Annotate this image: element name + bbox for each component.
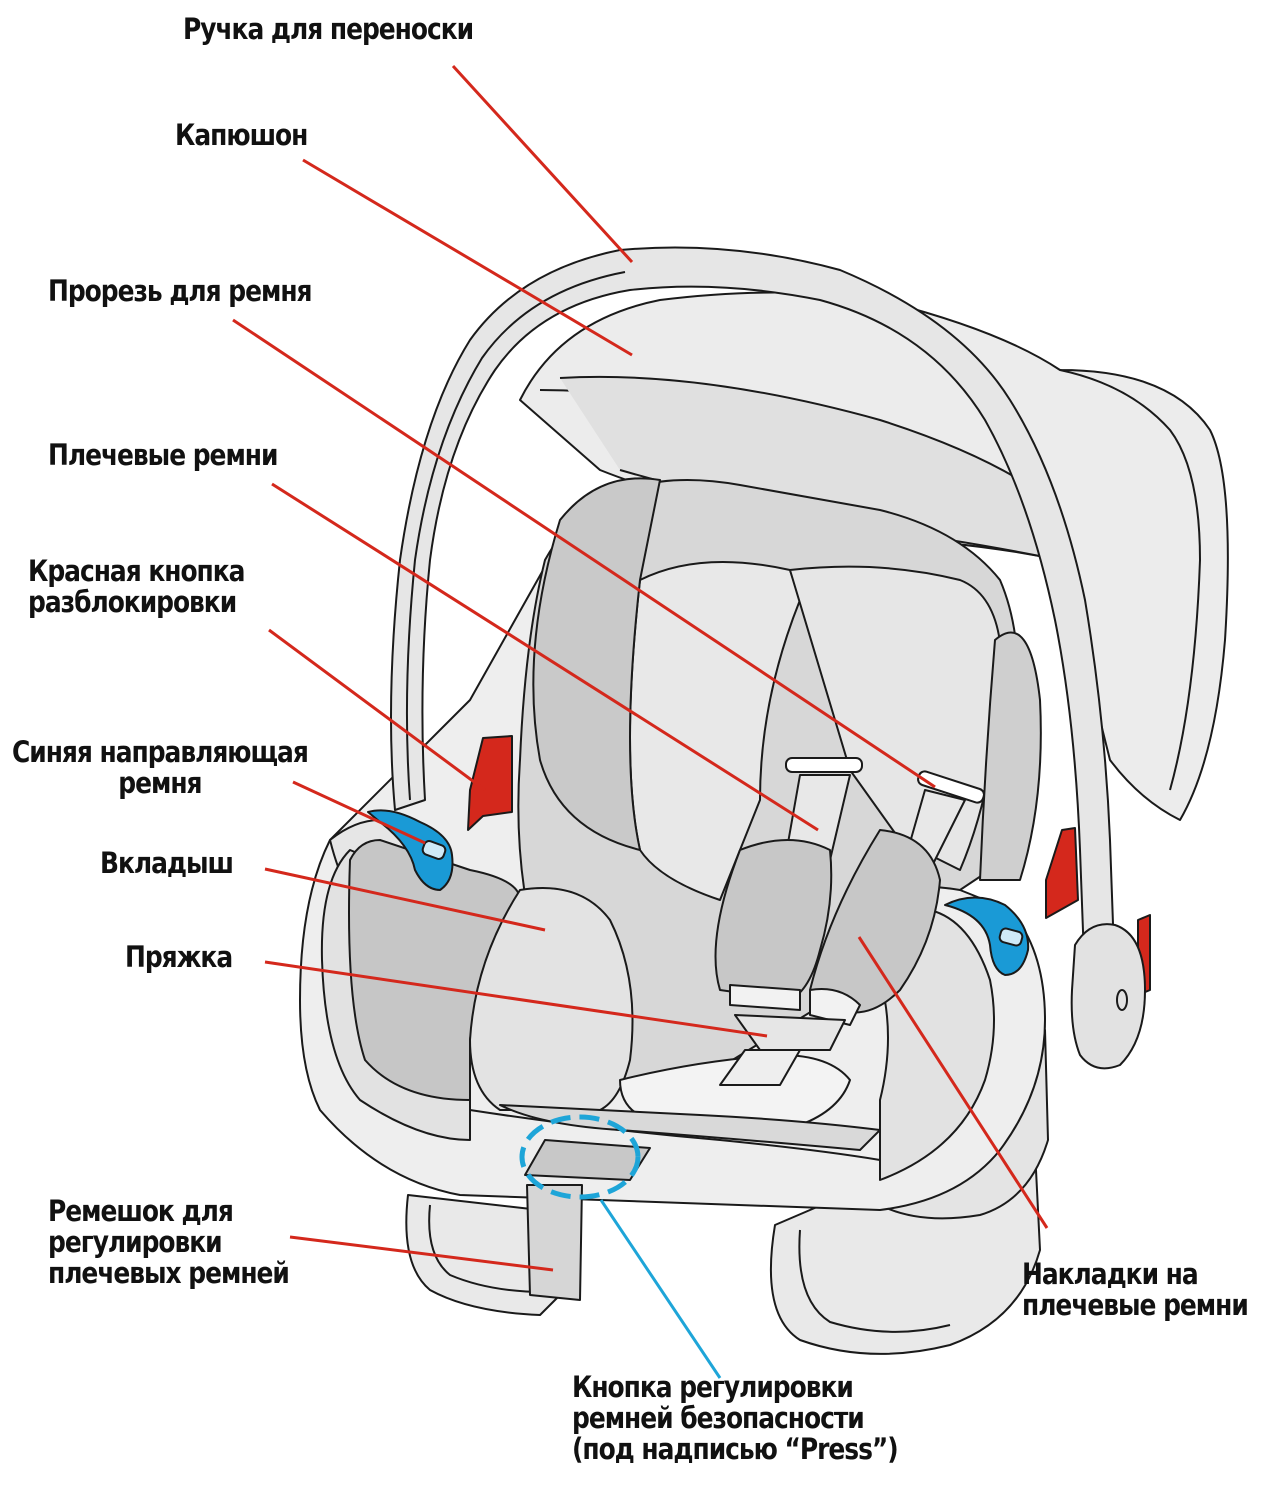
label-blue-belt-guide-line-1: Синяя направляющая <box>12 737 308 768</box>
label-shoulder-pads-line-1: Накладки на <box>1022 1259 1248 1290</box>
leader-handle <box>453 66 632 262</box>
handle-pivot-right <box>1072 924 1145 1068</box>
label-adjust-button: Кнопка регулировки ремней безопасности (… <box>572 1372 898 1465</box>
buckle-left-tongue <box>730 985 800 1010</box>
red-release-button-right <box>1046 828 1078 918</box>
label-adjust-strap: Ремешок для регулировки плечевых ремней <box>48 1196 289 1289</box>
label-red-release-button-line-2: разблокировки <box>28 587 244 618</box>
adjust-area <box>525 1140 650 1300</box>
label-shoulder-pads-line-2: плечевые ремни <box>1022 1290 1248 1321</box>
adjust-strap <box>527 1185 582 1300</box>
label-adjust-strap-line-1: Ремешок для <box>48 1196 289 1227</box>
belt-slot-left <box>786 758 862 772</box>
label-belt-slot: Прорезь для ремня <box>48 276 312 307</box>
leader-canopy <box>303 160 632 355</box>
leader-adjust-button <box>601 1200 720 1378</box>
label-red-release-button: Красная кнопка разблокировки <box>28 556 244 618</box>
label-shoulder-pads: Накладки на плечевые ремни <box>1022 1259 1248 1321</box>
label-shoulder-belts: Плечевые ремни <box>48 440 277 471</box>
label-blue-belt-guide-line-2: ремня <box>12 768 308 799</box>
label-blue-belt-guide: Синяя направляющая ремня <box>12 737 308 799</box>
label-adjust-strap-line-3: плечевых ремней <box>48 1258 289 1289</box>
label-buckle: Пряжка <box>125 942 232 973</box>
label-red-release-button-line-1: Красная кнопка <box>28 556 244 587</box>
label-adjust-strap-line-2: регулировки <box>48 1227 289 1258</box>
label-carry-handle: Ручка для переноски <box>183 14 473 45</box>
label-adjust-button-line-2: ремней безопасности <box>572 1403 898 1434</box>
label-canopy: Капюшон <box>175 120 307 151</box>
label-adjust-button-line-1: Кнопка регулировки <box>572 1372 898 1403</box>
label-insert: Вкладыш <box>100 848 233 879</box>
label-adjust-button-line-3: (под надписью “Press”) <box>572 1434 898 1465</box>
